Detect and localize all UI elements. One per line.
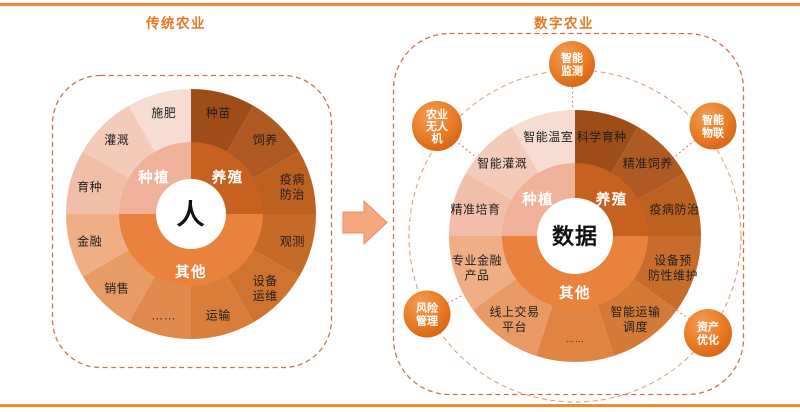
left-donut-center-label: 人	[176, 199, 205, 230]
left-donut-outer-label: 疫病	[280, 172, 305, 187]
orbit-dashed-circle	[408, 69, 742, 403]
right-donut-outer-label: 科学育种	[577, 129, 627, 144]
badge-label: 管理	[416, 314, 438, 328]
right-donut-ring-label: 养殖	[595, 191, 628, 209]
badge-label: 无人	[425, 119, 449, 133]
badge-circle	[403, 290, 451, 338]
right-donut-outer-label: 智能灌溉	[477, 156, 527, 171]
right-panel-title: 数字农业	[534, 16, 594, 31]
right-donut-outer-label: 平台	[502, 319, 527, 334]
left-donut-outer-label: 销售	[104, 281, 129, 296]
left-donut-outer-label: 种苗	[206, 106, 231, 120]
left-donut-outer-label: 灌溉	[104, 133, 129, 147]
left-donut-outer-label: 观测	[280, 235, 305, 249]
right-donut-outer-label: 调度	[623, 319, 648, 334]
right-donut-outer-label: 精准培育	[450, 202, 500, 217]
right-donut-outer-label: 智能温室	[523, 129, 573, 144]
left-donut-outer-label: 运输	[206, 308, 231, 323]
left-donut-outer-label: 设备	[253, 274, 278, 288]
capability-badges: 智能监测农业无人机智能物联风险管理资产优化	[403, 41, 737, 357]
left-panel-title: 传统农业	[146, 16, 206, 31]
right-donut-center-circle	[537, 198, 613, 274]
badge-label: 物联	[702, 126, 724, 140]
transform-arrow-icon	[342, 199, 388, 246]
badge-circle	[412, 101, 462, 151]
left-donut-ring-segment	[119, 214, 263, 286]
badge-label: 监测	[561, 64, 583, 78]
left-donut-outer-label: 运维	[253, 289, 278, 303]
left-donut-outer-label: 金融	[77, 234, 102, 249]
left-donut-ring-label: 种植	[137, 169, 170, 187]
left-donut-outer-label: 防治	[280, 187, 305, 202]
right-donut-outer-label: 线上交易	[489, 304, 539, 319]
left-donut-ring-label: 其他	[175, 263, 207, 281]
left-donut-outer-label: 施肥	[151, 106, 176, 120]
badge-circle	[684, 309, 732, 357]
right-donut-outer-label: 设备预	[654, 254, 692, 268]
badge-circle	[549, 41, 595, 87]
right-donut-ring-label: 种植	[521, 191, 554, 209]
right-donut-outer-label: ……	[566, 334, 585, 344]
left-donut-outer-label: 育种	[77, 179, 102, 194]
right-donut-outer-label: 智能运输	[610, 304, 660, 319]
right-donut-ring-label: 其他	[559, 284, 591, 302]
right-donut-center-label: 数据	[552, 224, 598, 249]
badge-label: 风险	[416, 301, 439, 315]
badge-label: 优化	[697, 333, 719, 347]
right-donut-outer-label: 产品	[464, 269, 489, 283]
right-donut-outer-label: 疫病防治	[649, 202, 699, 217]
left-donut-center-circle	[156, 179, 226, 249]
left-donut-ring-label: 养殖	[211, 169, 244, 187]
right-donut-outer-label: 防性维护	[648, 268, 698, 283]
badge-circle	[689, 102, 737, 150]
badge-label: 智能	[702, 113, 724, 127]
badge-label: 农业	[425, 107, 448, 121]
panel-borders	[51, 32, 745, 396]
badge-label: 机	[432, 131, 443, 145]
right-donut-outer-label: 精准饲养	[623, 156, 673, 171]
right-panel-dashed-border	[392, 32, 745, 396]
transition-arrow	[342, 199, 388, 246]
badge-label: 资产	[697, 320, 719, 334]
left-donut-outer-label: 饲养	[253, 132, 278, 147]
left-donut-outer-label: ……	[151, 309, 176, 323]
top-rule	[0, 3, 800, 6]
right-donut-outer-label: 专业金融	[452, 253, 502, 268]
bottom-rule	[0, 404, 800, 407]
left-panel-dashed-border	[51, 74, 333, 369]
badge-label: 智能	[561, 51, 583, 65]
